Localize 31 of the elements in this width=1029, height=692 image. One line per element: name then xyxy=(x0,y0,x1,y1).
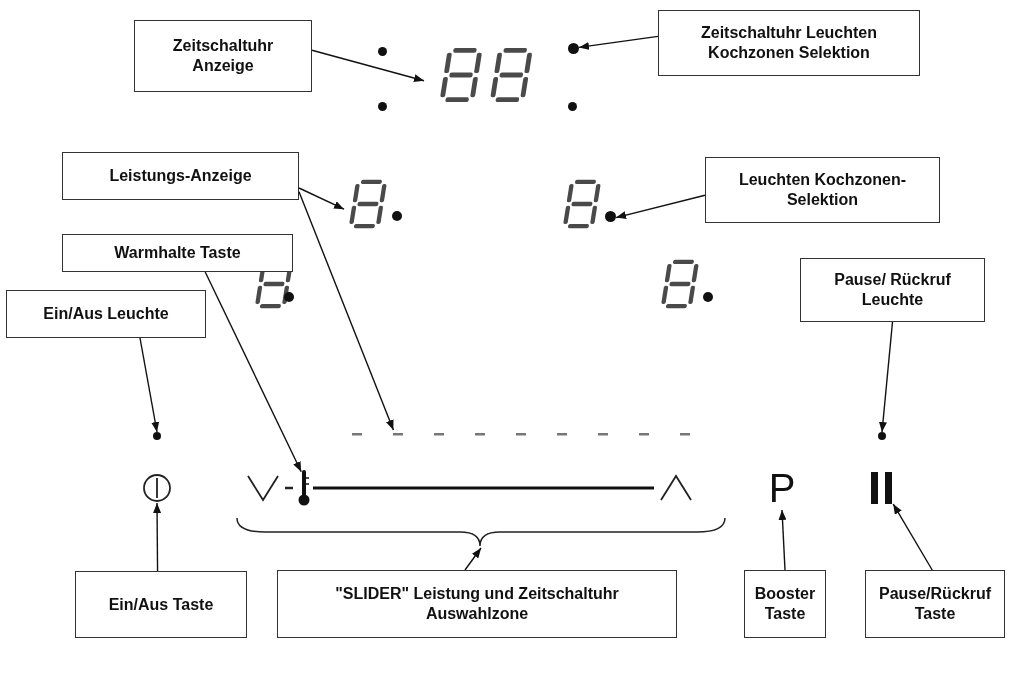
arrow xyxy=(298,187,345,210)
callout-label: Pause/ Rückruf Leuchte xyxy=(800,258,985,322)
arrow xyxy=(153,502,162,572)
booster-key-symbol: P xyxy=(762,466,802,510)
indicator-dot xyxy=(568,43,579,54)
callout-label: Booster Taste xyxy=(744,570,826,638)
callout-label: Leuchten Kochzonen- Selektion xyxy=(705,157,940,223)
indicator-dot xyxy=(878,432,886,440)
callout-label: Leistungs-Anzeige xyxy=(62,152,299,200)
arrow xyxy=(778,509,787,571)
arrow xyxy=(464,547,482,571)
callout-label: Ein/Aus Leuchte xyxy=(6,290,206,338)
arrow xyxy=(298,191,395,431)
callout-label: Zeitschaltuhr Anzeige xyxy=(134,20,312,92)
power-icon xyxy=(142,473,172,503)
callout-label: Warmhalte Taste xyxy=(62,234,293,272)
callout-label: Pause/Rückruf Taste xyxy=(865,570,1005,638)
arrow xyxy=(892,503,933,571)
arrow xyxy=(878,321,894,433)
callout-label: Zeitschaltuhr Leuchten Kochzonen Selektion xyxy=(658,10,920,76)
arrow xyxy=(615,194,706,220)
indicator-dot xyxy=(605,211,616,222)
curly-brace xyxy=(235,516,727,548)
arrow xyxy=(204,271,302,473)
callout-label: "SLIDER" Leistung und Zeitschaltuhr Auswahlzone xyxy=(277,570,677,638)
arrow xyxy=(578,35,659,50)
callout-label: Ein/Aus Taste xyxy=(75,571,247,638)
indicator-dot xyxy=(153,432,161,440)
arrow xyxy=(139,337,160,433)
thermometer-icon xyxy=(297,470,311,506)
arrow xyxy=(311,49,425,83)
